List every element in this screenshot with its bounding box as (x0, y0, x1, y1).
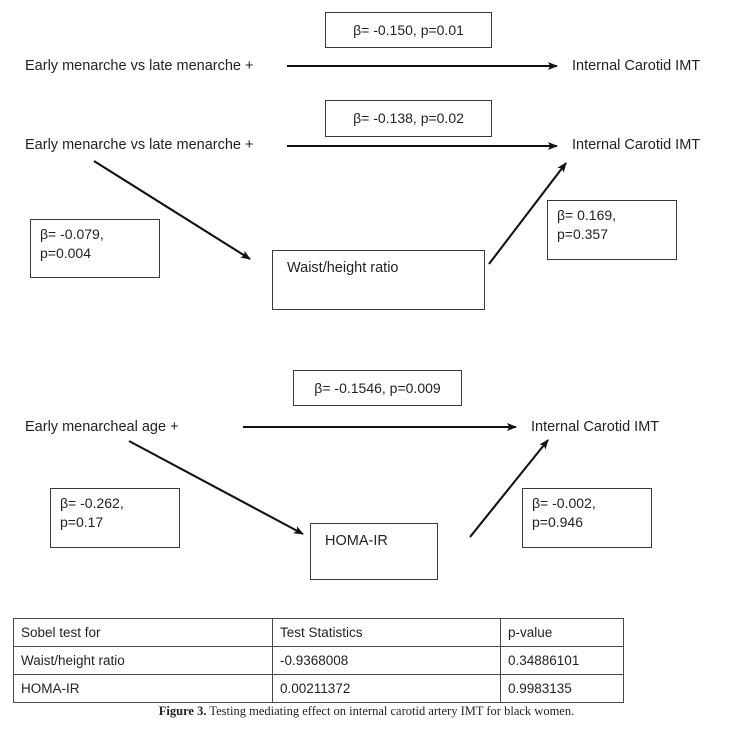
sobel-test-table: Sobel test for Test Statistics p-value W… (13, 618, 624, 703)
panel3-a-path-label: β= -0.262, p=0.17 (50, 488, 180, 548)
table-row: Waist/height ratio -0.9368008 0.34886101 (13, 646, 624, 675)
panel1-direct-path-text: β= -0.150, p=0.01 (353, 21, 464, 38)
panel3-outcome-label: Internal Carotid IMT (531, 419, 660, 435)
panel3-direct-path-label: β= -0.1546, p=0.009 (293, 370, 462, 406)
cell-test-statistic: -0.9368008 (272, 646, 501, 675)
panel2-a-path-beta: β= -0.079, (40, 226, 104, 242)
panel3-b-path-p: p=0.946 (532, 514, 583, 530)
panel2-mediator-box: Waist/height ratio (272, 250, 485, 310)
panel3-b-path-beta: β= -0.002, (532, 495, 596, 511)
panel2-b-path-label: β= 0.169, p=0.357 (547, 200, 677, 260)
cell-mediator-name: Waist/height ratio (13, 646, 273, 675)
panel2-mediator-label: Waist/height ratio (287, 260, 399, 276)
figure-caption: Figure 3. Testing mediating effect on in… (0, 704, 733, 719)
panel2-outcome-label: Internal Carotid IMT (572, 137, 701, 153)
panel3-a-path-p: p=0.17 (60, 514, 104, 530)
cell-p-value: 0.34886101 (500, 646, 624, 675)
figure-caption-label: Figure 3. (158, 704, 207, 718)
panel2-a-path-p: p=0.004 (40, 245, 91, 261)
panel2-b-path-beta: β= 0.169, (557, 207, 617, 223)
column-header-p-value: p-value (500, 618, 624, 647)
column-header-test-statistics: Test Statistics (272, 618, 501, 647)
panel2-predictor-label: Early menarche vs late menarche + (25, 137, 254, 153)
table-header-row: Sobel test for Test Statistics p-value (13, 618, 624, 647)
panel1-outcome-label: Internal Carotid IMT (572, 58, 701, 74)
figure-caption-text: Testing mediating effect on internal car… (209, 704, 575, 718)
panel1-direct-path-label: β= -0.150, p=0.01 (325, 12, 492, 48)
panel3-mediator-label: HOMA-IR (325, 533, 388, 549)
panel3-mediator-box: HOMA-IR (310, 523, 438, 580)
column-header-sobel-test-for: Sobel test for (13, 618, 273, 647)
panel2-direct-path-label: β= -0.138, p=0.02 (325, 100, 492, 137)
panel2-b-path-p: p=0.357 (557, 226, 608, 242)
panel2-direct-path-text: β= -0.138, p=0.02 (353, 110, 464, 126)
panel3-b-path-label: β= -0.002, p=0.946 (522, 488, 652, 548)
panel3-direct-path-text: β= -0.1546, p=0.009 (314, 379, 441, 396)
panel3-predictor-label: Early menarcheal age + (25, 419, 179, 435)
panel3-a-path-beta: β= -0.262, (60, 495, 124, 511)
cell-p-value: 0.9983135 (500, 674, 624, 703)
cell-mediator-name: HOMA-IR (13, 674, 273, 703)
cell-test-statistic: 0.00211372 (272, 674, 501, 703)
panel2-a-path-label: β= -0.079, p=0.004 (30, 219, 160, 278)
panel1-predictor-label: Early menarche vs late menarche + (25, 58, 254, 74)
table-row: HOMA-IR 0.00211372 0.9983135 (13, 674, 624, 703)
